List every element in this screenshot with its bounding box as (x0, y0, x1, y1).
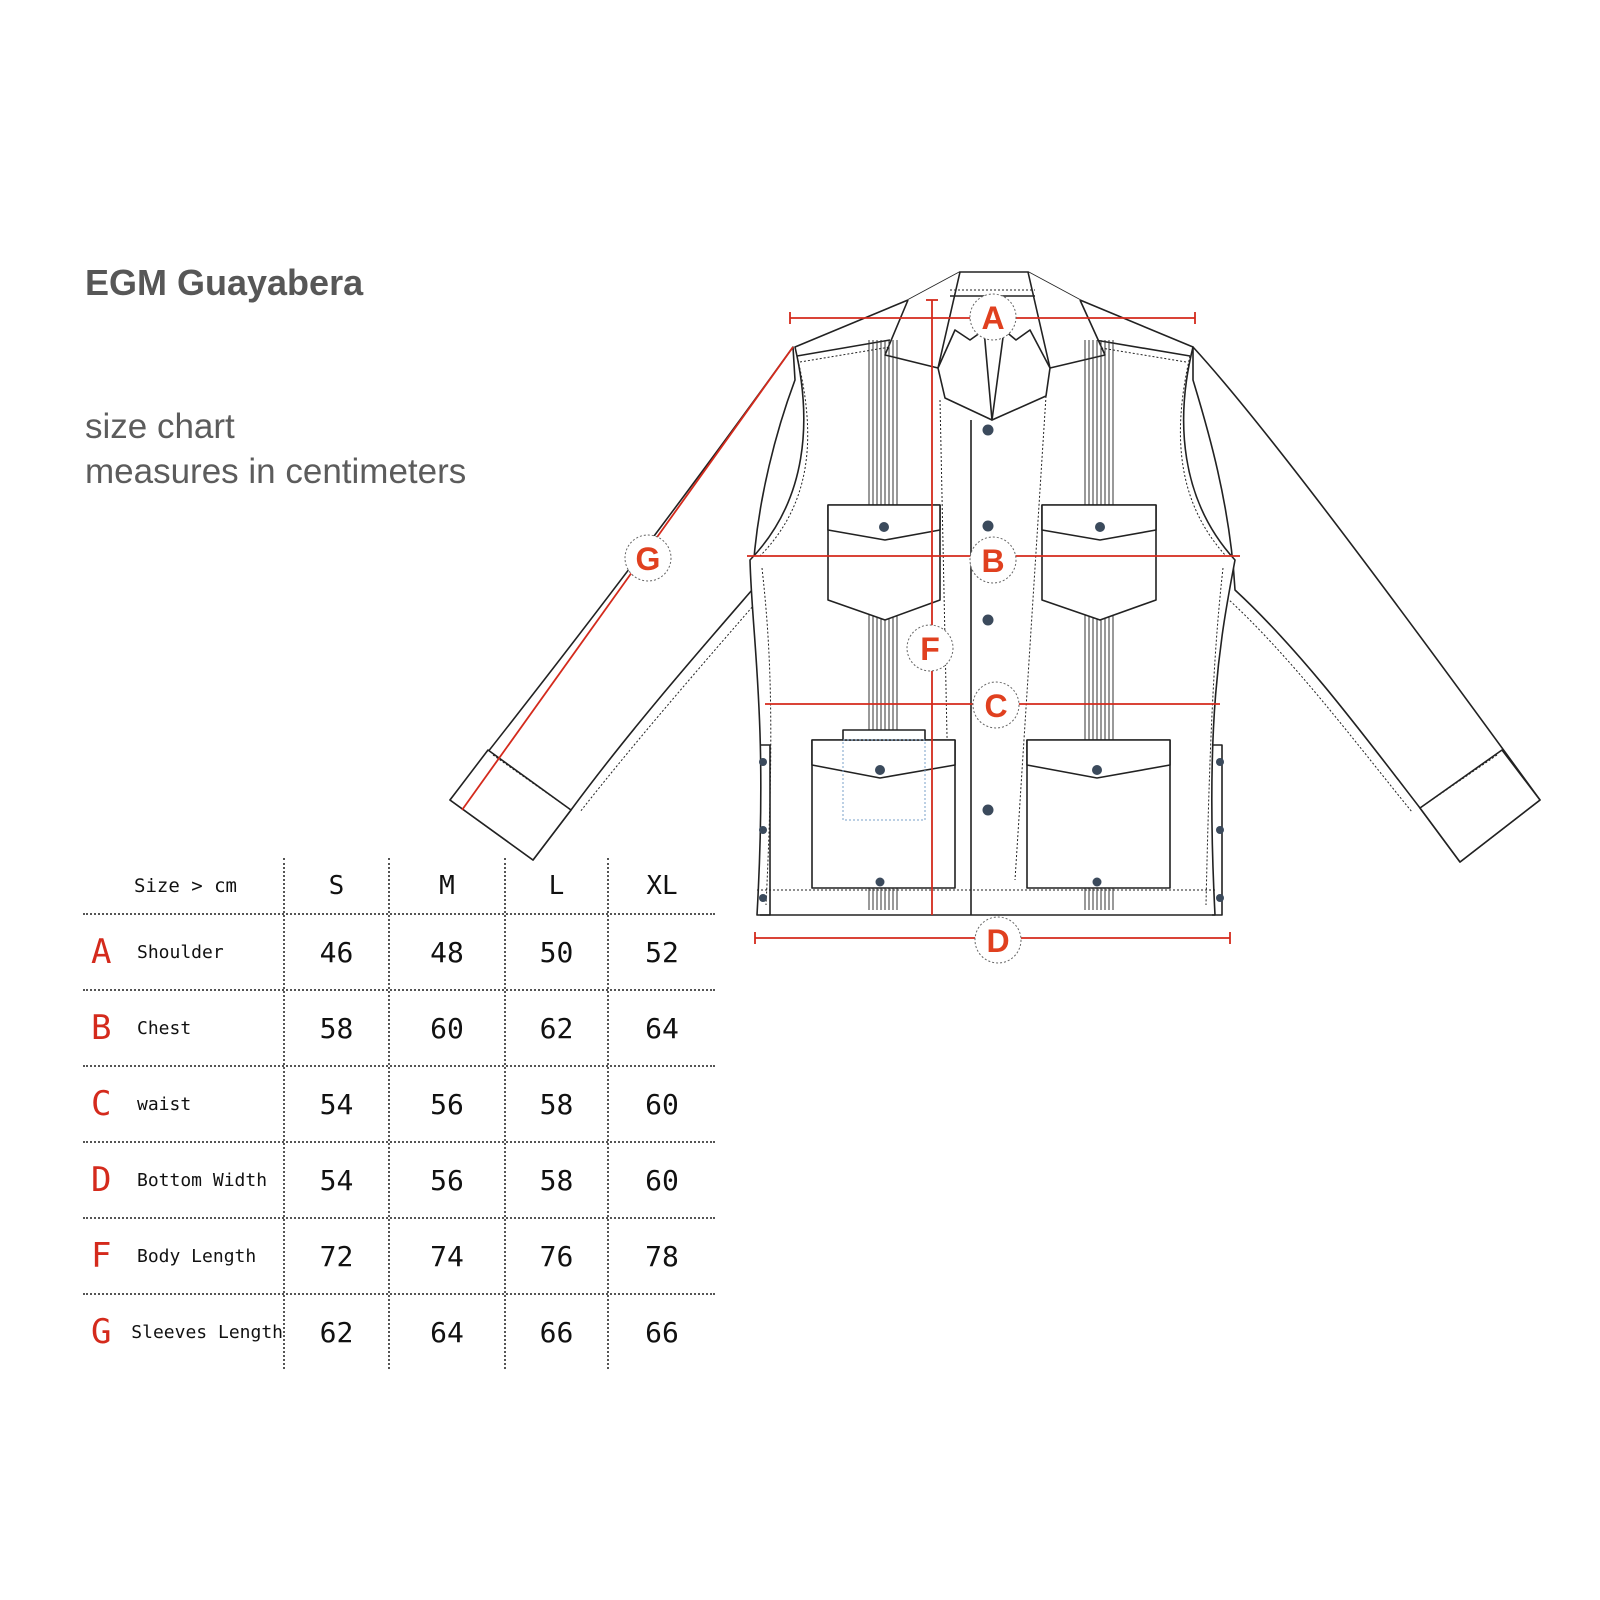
table-cell: 60 (645, 1087, 679, 1121)
marker-b: B (981, 543, 1004, 579)
table-cell: 58 (285, 991, 390, 1065)
table-cell: 78 (645, 1239, 679, 1273)
table-cell: 58 (506, 1143, 609, 1217)
measure-name: Sleeves Length (131, 1321, 283, 1343)
measure-name: Chest (137, 1017, 192, 1039)
size-l-header: L (506, 858, 609, 913)
table-cell: 60 (390, 991, 506, 1065)
page-title: EGM Guayabera (85, 262, 364, 303)
measure-letter: B (91, 1008, 112, 1048)
table-cell: 48 (390, 915, 506, 989)
header-label: Size > cm (134, 874, 237, 897)
measure-letter: D (91, 1160, 112, 1200)
size-s-header: S (285, 858, 390, 913)
size-m-header: M (390, 858, 506, 913)
measure-name: Shoulder (137, 941, 224, 963)
table-cell: 64 (390, 1295, 506, 1369)
left-sleeve (449, 346, 796, 861)
measure-name: Bottom Width (137, 1169, 268, 1191)
table-cell: 62 (506, 991, 609, 1065)
size-xl-header: XL (646, 870, 678, 901)
table-row: A Shoulder 46 48 50 52 (83, 915, 715, 991)
collar (884, 271, 961, 369)
size-table-header: Size > cm S M L XL (83, 858, 715, 915)
table-cell: 54 (285, 1067, 390, 1141)
marker-f: F (920, 631, 940, 667)
measure-name: Body Length (137, 1245, 257, 1267)
page-subtitle: size chart measures in centimeters (85, 404, 466, 494)
marker-a: A (981, 300, 1004, 336)
table-cell: 54 (285, 1143, 390, 1217)
table-cell: 62 (285, 1295, 390, 1369)
table-cell: 46 (285, 915, 390, 989)
table-cell: 60 (645, 1163, 679, 1197)
table-cell: 50 (506, 915, 609, 989)
subtitle-line-2: measures in centimeters (85, 452, 467, 491)
table-cell: 66 (506, 1295, 609, 1369)
measure-letter: G (91, 1312, 112, 1352)
table-cell: 66 (645, 1315, 679, 1349)
measure-letter: A (91, 932, 112, 972)
size-table: Size > cm S M L XL A Shoulder 46 48 50 52… (83, 858, 715, 1369)
table-row: F Body Length 72 74 76 78 (83, 1219, 715, 1295)
table-row: D Bottom Width 54 56 58 60 (83, 1143, 715, 1219)
table-cell: 52 (645, 935, 679, 969)
subtitle-line-1: size chart (85, 407, 235, 446)
table-cell: 74 (390, 1219, 506, 1293)
table-cell: 56 (390, 1067, 506, 1141)
marker-g: G (636, 541, 661, 577)
measure-name: waist (137, 1093, 192, 1115)
measure-letter: C (91, 1084, 112, 1124)
measure-letter: F (91, 1236, 112, 1276)
table-cell: 76 (506, 1219, 609, 1293)
table-cell: 58 (506, 1067, 609, 1141)
table-cell: 72 (285, 1219, 390, 1293)
marker-c: C (984, 688, 1007, 724)
marker-d: D (986, 923, 1009, 959)
table-cell: 56 (390, 1143, 506, 1217)
table-row: B Chest 58 60 62 64 (83, 991, 715, 1067)
table-cell: 64 (645, 1011, 679, 1045)
table-row: G Sleeves Length 62 64 66 66 (83, 1295, 715, 1369)
measure-line-g (461, 346, 794, 811)
